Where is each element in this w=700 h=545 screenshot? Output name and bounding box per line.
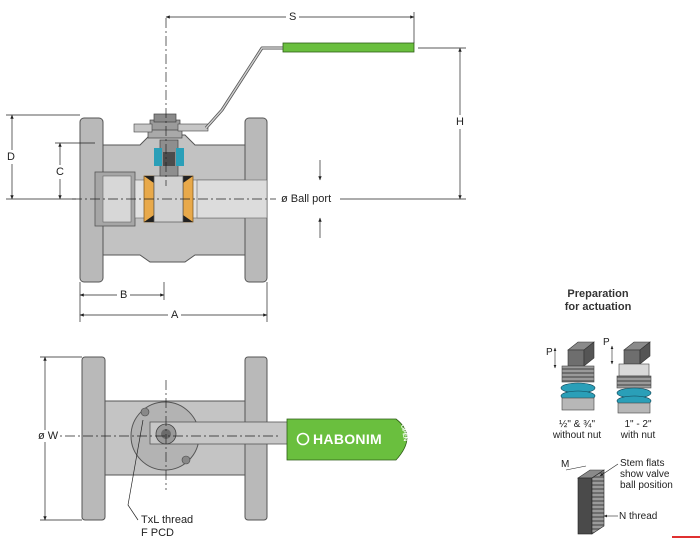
small-desc: without nut bbox=[552, 430, 602, 441]
stem-flats-line3: ball position bbox=[620, 480, 673, 491]
txl-thread-label: TxL thread bbox=[141, 514, 194, 526]
stem-flats-line2: show valve bbox=[620, 469, 670, 480]
preparation-title: Preparation for actuation bbox=[538, 288, 658, 314]
m-label: M bbox=[561, 459, 570, 470]
dim-W-label: ø W bbox=[36, 430, 61, 442]
large-sizes: 1" - 2" bbox=[624, 419, 652, 430]
large-desc: with nut bbox=[620, 430, 656, 441]
large-stem-caption: 1" - 2" with nut bbox=[612, 419, 664, 441]
preparation-title-line2: for actuation bbox=[564, 301, 632, 313]
stem-flats-line1: Stem flats bbox=[620, 458, 665, 469]
stem-prep-large bbox=[610, 341, 652, 414]
small-stem-caption: ½" & ¾" without nut bbox=[545, 419, 609, 441]
small-sizes: ½" & ¾" bbox=[558, 419, 595, 430]
f-pcd-label: F PCD bbox=[141, 527, 174, 539]
habonim-logo-icon bbox=[296, 432, 310, 446]
side-view bbox=[72, 18, 415, 283]
preparation-title-line1: Preparation bbox=[567, 288, 629, 300]
stem-prep-small bbox=[553, 341, 596, 411]
dim-B-label: B bbox=[117, 289, 131, 301]
dim-H-label: H bbox=[455, 115, 465, 129]
top-view bbox=[47, 356, 408, 521]
dim-C-label: C bbox=[55, 165, 65, 179]
ball-port-label: ø Ball port bbox=[278, 193, 335, 205]
dim-D-label: D bbox=[6, 150, 16, 164]
dim-A-label: A bbox=[168, 309, 182, 321]
brand-name: HABONIM bbox=[313, 431, 382, 447]
p-right-label: P bbox=[603, 337, 610, 348]
handle-grip-side bbox=[282, 42, 415, 53]
stem-flats-detail bbox=[565, 463, 619, 535]
top-left-flange bbox=[81, 356, 106, 521]
handle-grip-top bbox=[286, 418, 408, 461]
stem-flats-note: Stem flats show valve ball position bbox=[620, 458, 673, 491]
n-thread-label: N thread bbox=[619, 511, 658, 522]
dim-S-label: S bbox=[286, 11, 300, 23]
handle-lever bbox=[204, 46, 284, 129]
edge-mark bbox=[672, 536, 700, 538]
p-left-label: P bbox=[546, 347, 553, 358]
